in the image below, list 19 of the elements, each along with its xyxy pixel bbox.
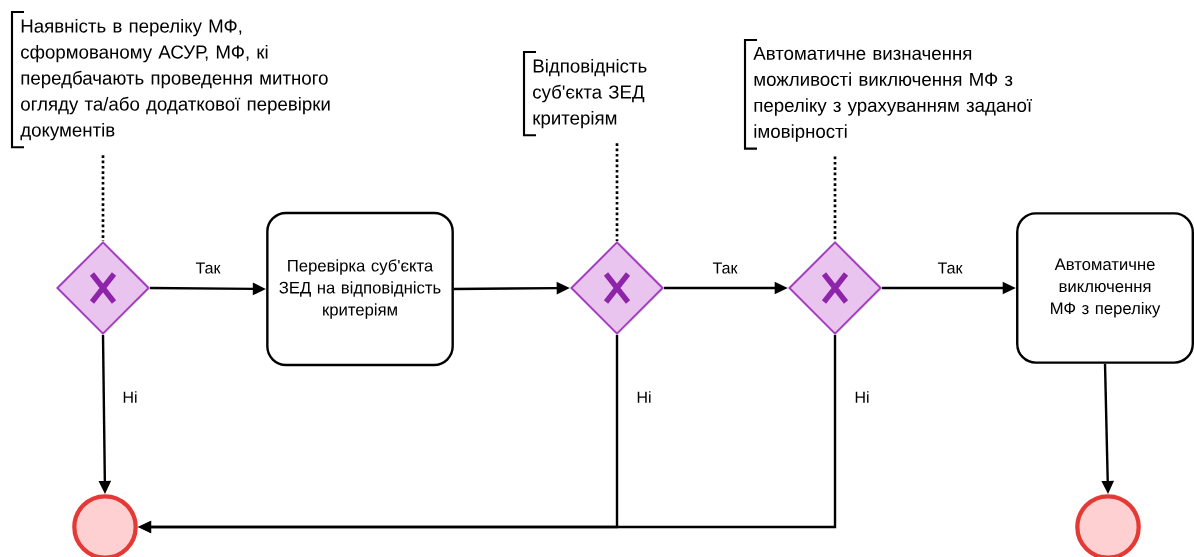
edge-label: Ні — [635, 389, 653, 405]
association-line — [615, 143, 619, 241]
edge-label: Ні — [121, 389, 139, 405]
edge-label: Так — [194, 261, 222, 275]
edge-label: Так — [711, 261, 739, 275]
gateway-diamond — [570, 241, 664, 335]
end-circle — [72, 494, 138, 557]
annotation: Наявність в переліку МФ, сформованому АСУР, МФ, кі передбачають проведення митного огляду та/або додаткової перевірки документів — [10, 10, 330, 149]
end-circle — [1075, 494, 1141, 557]
edge-label: Ні — [853, 389, 871, 405]
association-line — [101, 155, 105, 241]
annotation: Відповідність суб'єкта ЗЕД критеріям — [522, 50, 647, 137]
gateway-diamond — [56, 241, 150, 335]
task-box: Автоматичне виключення МФ з переліку — [1016, 212, 1194, 364]
gateway-diamond — [788, 241, 882, 335]
annotation: Автоматичне визначення можливості виключення МФ з переліку з урахуванням заданої імовірності — [743, 38, 1032, 150]
task-box: Перевірка суб'єкта ЗЕД на відповідність критеріям — [266, 211, 454, 367]
association-line — [833, 156, 837, 241]
edge-label: Так — [936, 261, 964, 275]
